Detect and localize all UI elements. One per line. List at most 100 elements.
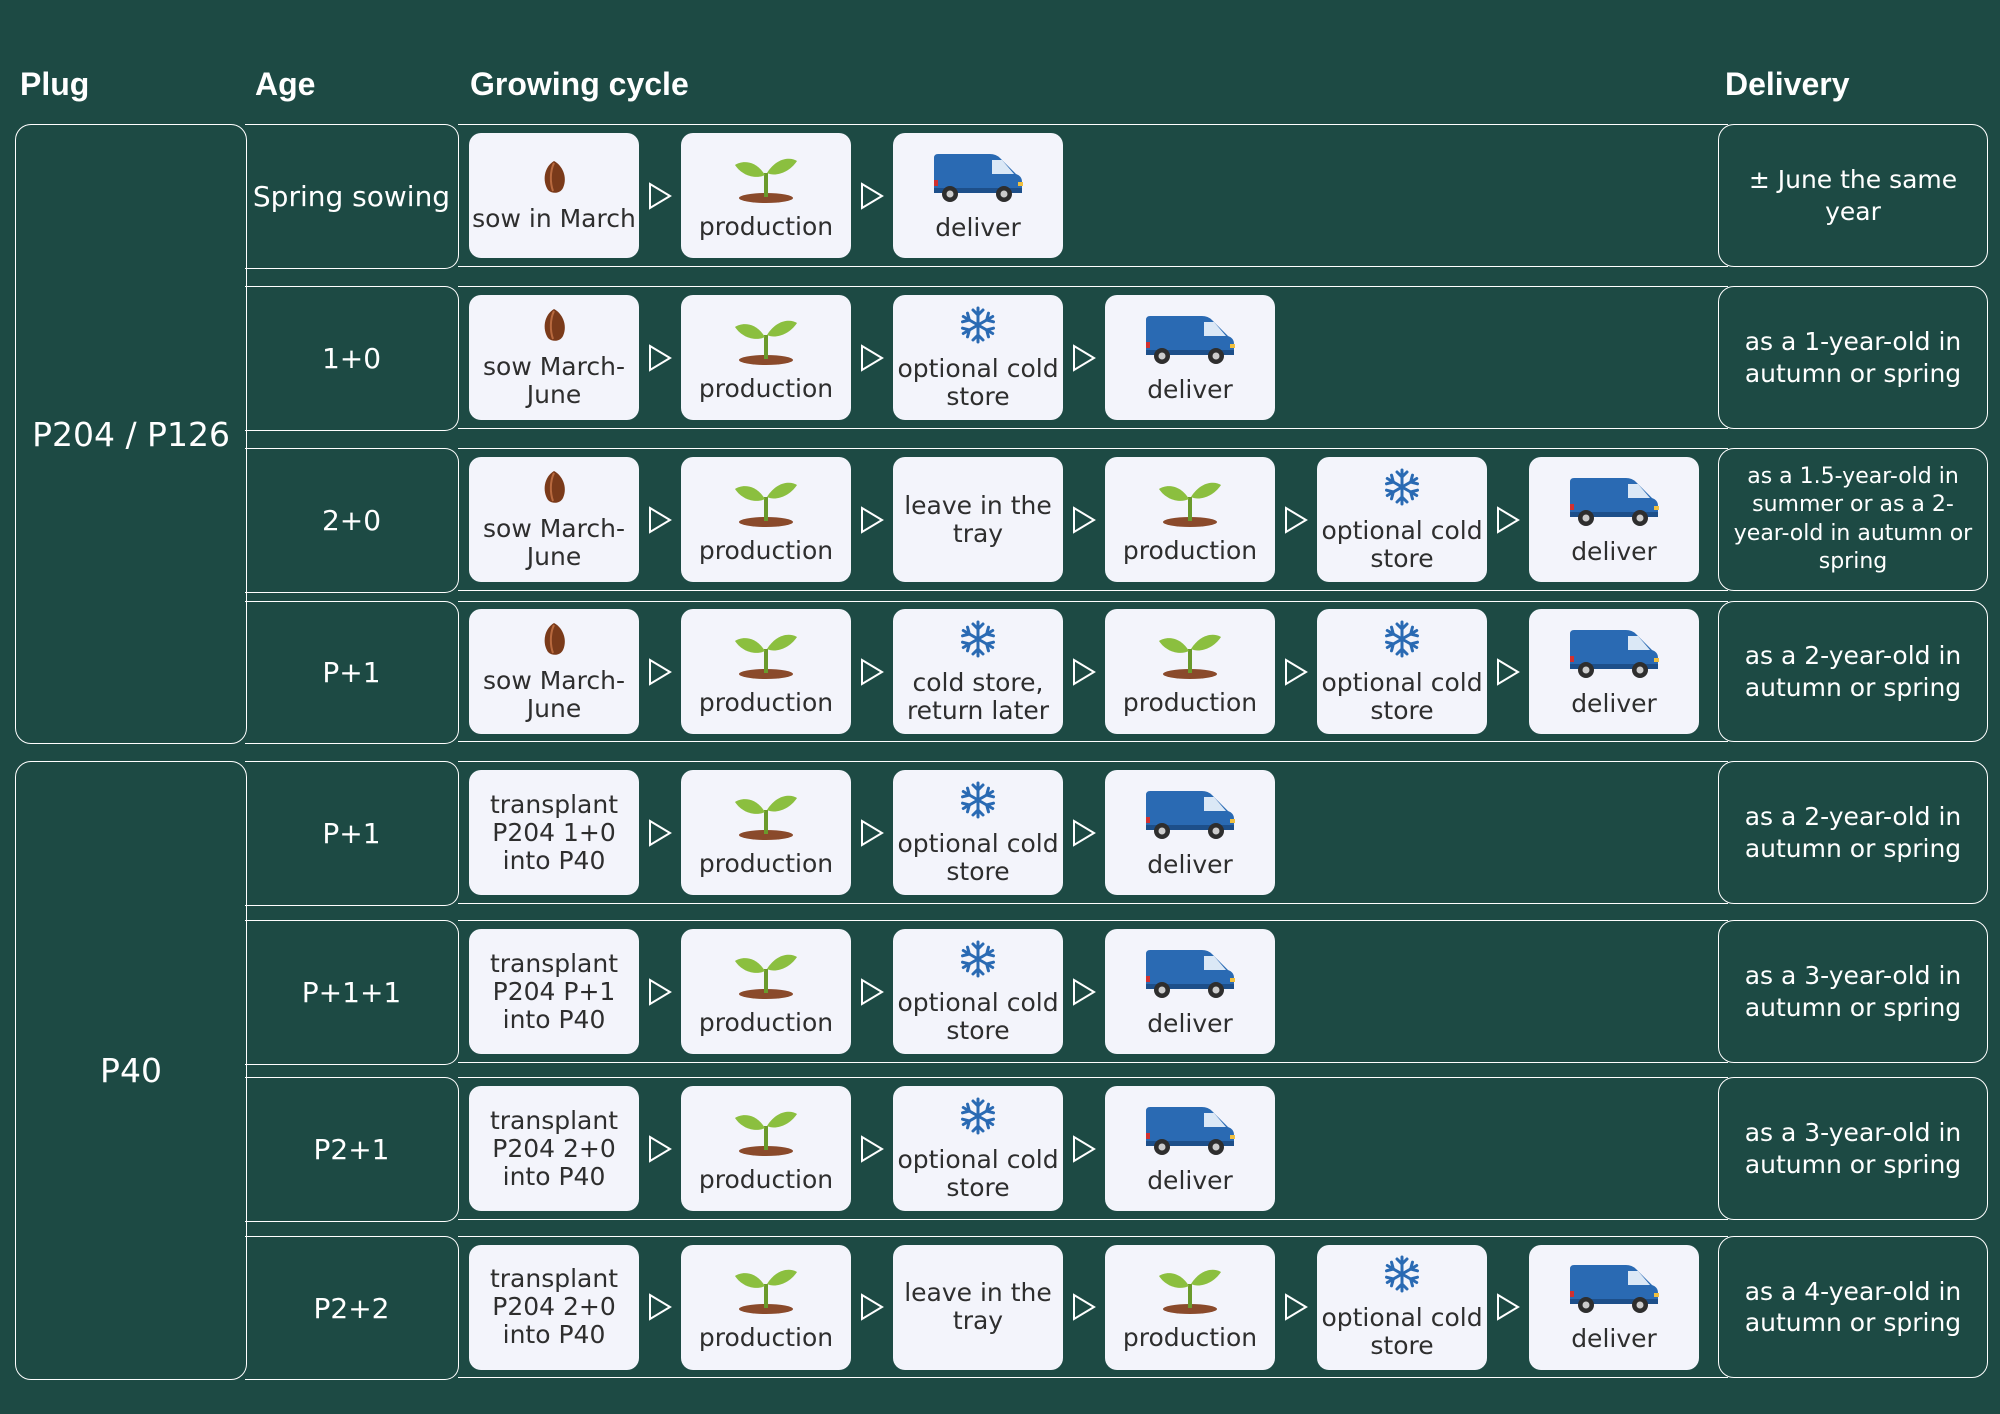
arrow-right-icon [639, 181, 681, 211]
arrow-right-icon [1063, 1292, 1105, 1322]
step-label: production [698, 535, 834, 565]
arrow-right-icon [1275, 657, 1317, 687]
step-label: production [1122, 1323, 1258, 1352]
step-card: deliver [1105, 770, 1275, 895]
step-label: sow March-June [483, 513, 625, 571]
step-card: production [1105, 609, 1275, 734]
step-label: production [1122, 687, 1258, 717]
age-cell: 1+0 [245, 286, 459, 431]
arrow-right-icon [851, 1134, 893, 1164]
arrow-right-icon [851, 181, 893, 211]
arrow-right-icon [1275, 1292, 1317, 1322]
step-label: deliver [1571, 688, 1657, 718]
van-icon [930, 150, 1026, 210]
step-card: sow March-June [469, 609, 639, 734]
arrow-right-icon [1487, 1292, 1529, 1322]
age-cell: P+1 [245, 601, 459, 744]
arrow-right-icon [639, 977, 681, 1007]
step-card: production [681, 609, 851, 734]
arrow-right-icon [639, 505, 681, 535]
step-card: production [681, 295, 851, 420]
cycle-track [458, 124, 1728, 267]
plug-group-p204-p126: P204 / P126 [15, 124, 247, 744]
step-card: optional cold store [893, 929, 1063, 1054]
arrow-right-icon [639, 1134, 681, 1164]
van-icon [1142, 946, 1238, 1006]
step-card: transplant P204 P+1 into P40 [469, 929, 639, 1054]
arrow-right-icon [639, 657, 681, 687]
age-cell: Spring sowing [245, 124, 459, 269]
arrow-right-icon [1487, 657, 1529, 687]
step-label: production [698, 211, 834, 241]
step-label: production [1122, 535, 1258, 565]
van-icon [1142, 1103, 1238, 1163]
step-card: production [681, 133, 851, 258]
age-cell: P2+1 [245, 1077, 459, 1222]
seedling-icon [731, 947, 801, 1005]
step-label: transplant P204 2+0 into P40 [489, 1264, 619, 1349]
snowflake-icon [958, 619, 998, 665]
step-label: production [698, 687, 834, 717]
delivery-cell: as a 1.5-year-old in summer or as a 2-ye… [1718, 448, 1988, 591]
arrow-right-icon [1063, 343, 1105, 373]
arrow-right-icon [639, 343, 681, 373]
step-label: optional cold store [1321, 515, 1483, 573]
step-label: optional cold store [897, 353, 1059, 411]
seed-icon [540, 159, 568, 201]
arrow-right-icon [851, 818, 893, 848]
arrow-right-icon [851, 977, 893, 1007]
step-label: deliver [1147, 374, 1233, 404]
step-label: optional cold store [1321, 1303, 1483, 1360]
delivery-cell: as a 2-year-old in autumn or spring [1718, 601, 1988, 742]
seedling-icon [1155, 627, 1225, 685]
snowflake-icon [1382, 467, 1422, 513]
step-card: deliver [1105, 1086, 1275, 1211]
snowflake-icon [958, 1096, 998, 1142]
van-icon [1142, 312, 1238, 372]
step-label: deliver [1571, 1324, 1657, 1353]
seedling-icon [731, 475, 801, 533]
step-card: sow in March [469, 133, 639, 258]
step-label: sow March-June [483, 665, 625, 723]
delivery-cell: as a 2-year-old in autumn or spring [1718, 761, 1988, 904]
plug-group-p40: P40 [15, 761, 247, 1380]
step-card: optional cold store [1317, 609, 1487, 734]
step-card: leave in the tray [893, 457, 1063, 582]
step-label: transplant P204 P+1 into P40 [489, 948, 619, 1034]
seedling-icon [1155, 475, 1225, 533]
step-label: deliver [1147, 1165, 1233, 1195]
step-label: transplant P204 1+0 into P40 [489, 789, 619, 875]
step-card: optional cold store [1317, 457, 1487, 582]
header-delivery: Delivery [1725, 66, 1850, 102]
arrow-right-icon [1487, 505, 1529, 535]
arrow-right-icon [639, 818, 681, 848]
step-label: optional cold store [897, 1144, 1059, 1202]
seedling-icon [731, 313, 801, 371]
seedling-icon [731, 1262, 801, 1320]
step-label: transplant P204 2+0 into P40 [489, 1105, 619, 1191]
step-label: production [698, 1164, 834, 1194]
seedling-icon [731, 788, 801, 846]
step-label: production [698, 373, 834, 403]
cycle-steps: transplant P204 2+0 into P40 production op… [469, 1084, 1275, 1213]
step-card: deliver [1105, 295, 1275, 420]
step-label: optional cold store [897, 828, 1059, 886]
arrow-right-icon [639, 1292, 681, 1322]
step-card: deliver [1529, 457, 1699, 582]
cycle-track [458, 920, 1728, 1063]
step-card: production [1105, 457, 1275, 582]
arrow-right-icon [851, 505, 893, 535]
step-card: production [681, 770, 851, 895]
arrow-right-icon [851, 343, 893, 373]
cycle-track [458, 286, 1728, 429]
van-icon [1142, 787, 1238, 847]
delivery-cell: as a 3-year-old in autumn or spring [1718, 920, 1988, 1063]
